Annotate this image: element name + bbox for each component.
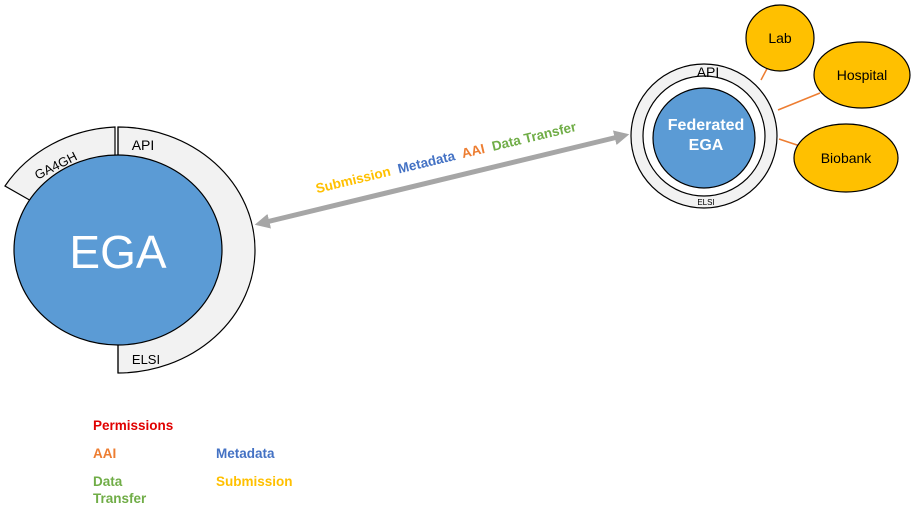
federated-ega-circle — [652, 87, 756, 189]
federated-api-label: API — [697, 64, 720, 80]
central-api-label: API — [132, 137, 155, 153]
satellite-biobank-label: Biobank — [821, 150, 873, 166]
central-ega-label: EGA — [69, 226, 166, 278]
legend-metadata: Metadata — [216, 446, 275, 461]
connector-hospital — [777, 92, 821, 111]
legend-aai: AAI — [93, 446, 117, 461]
satellite-lab-circle — [745, 4, 815, 72]
satellite-biobank: Biobank — [793, 123, 899, 193]
connector-biobank — [778, 138, 801, 147]
legend-submission: Submission — [216, 474, 293, 489]
arrow-label-aai: AAI — [460, 141, 486, 161]
satellite-biobank-circle — [793, 123, 899, 193]
federated-label-line1: Federated — [668, 117, 744, 134]
satellite-hospital-label: Hospital — [837, 67, 888, 83]
satellite-hospital: Hospital — [813, 41, 911, 109]
central-elsi-label: ELSI — [132, 352, 160, 367]
legend-data-line1: Data — [93, 474, 123, 489]
exchange-arrow — [254, 130, 630, 229]
legend-data-line2: Transfer — [93, 491, 147, 506]
federated-ega-node: API ELSI Federated EGA — [630, 63, 778, 209]
legend-permissions: Permissions — [93, 418, 174, 433]
satellite-lab-label: Lab — [768, 30, 792, 46]
arrow-label-metadata: Metadata — [396, 148, 457, 176]
satellite-lab: Lab — [745, 4, 815, 72]
federated-elsi-label: ELSI — [697, 198, 714, 207]
federated-label-line2: EGA — [689, 137, 724, 154]
satellite-hospital-circle — [813, 41, 911, 109]
arrow-label-submission: Submission — [314, 164, 392, 196]
central-ega-node: EGA API GA4GH ELSI — [4, 126, 256, 374]
central-ega-circle — [13, 154, 223, 346]
